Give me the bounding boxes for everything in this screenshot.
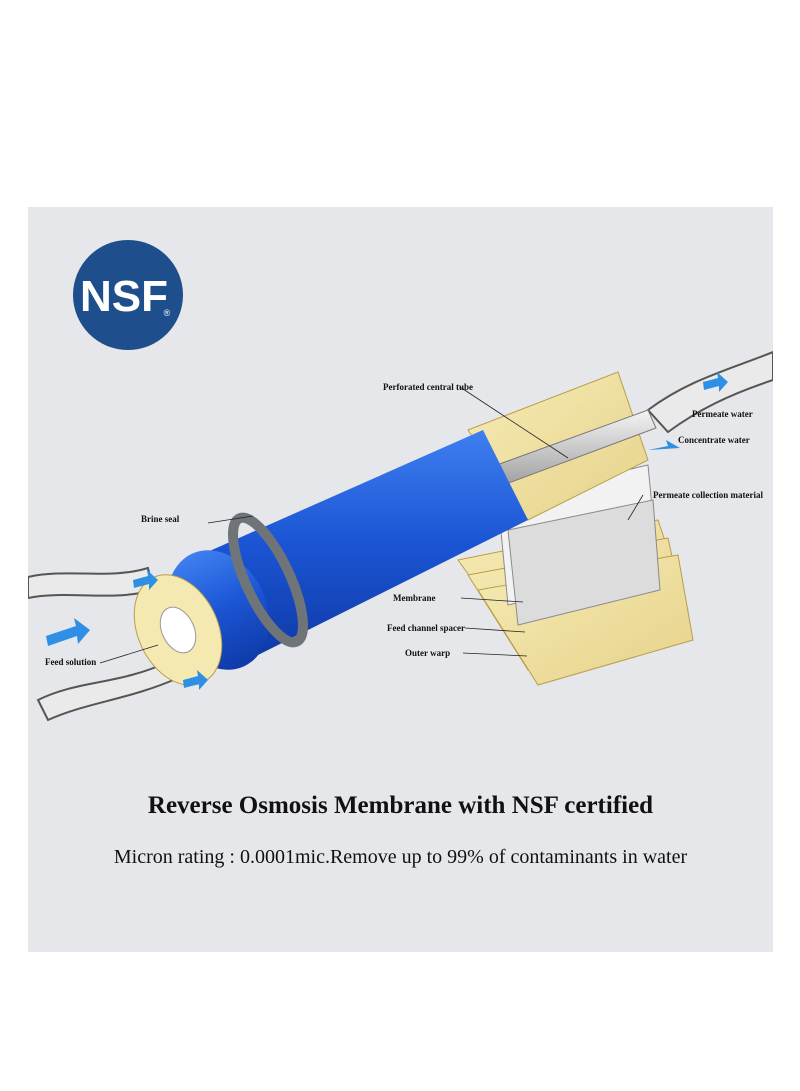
water-streams <box>28 350 773 722</box>
leader-lines <box>99 386 644 664</box>
label-concentrate-water: Concentrate water <box>678 435 750 445</box>
label-membrane: Membrane <box>393 593 436 603</box>
nsf-logo-text: NSF <box>80 272 168 321</box>
label-perforated-tube: Perforated central tube <box>383 382 473 392</box>
label-feed-solution: Feed solution <box>45 657 97 667</box>
label-brine-seal: Brine seal <box>141 514 180 524</box>
inner-tube <box>159 606 197 654</box>
headline: Reverse Osmosis Membrane with NSF certif… <box>147 792 654 819</box>
membrane-housing <box>178 430 528 655</box>
label-outer-warp: Outer warp <box>405 648 451 658</box>
registered-mark: ® <box>164 308 171 318</box>
subline: Micron rating : 0.0001mic.Remove up to 9… <box>113 846 688 868</box>
flow-arrows <box>46 372 728 690</box>
label-permeate-water: Permeate water <box>692 409 753 419</box>
ro-membrane-illustration <box>28 350 773 722</box>
nsf-logo: NSF ® <box>73 240 183 350</box>
label-feed-spacer: Feed channel spacer <box>387 623 465 633</box>
label-permeate-collection: Permeate collection material <box>653 490 763 500</box>
